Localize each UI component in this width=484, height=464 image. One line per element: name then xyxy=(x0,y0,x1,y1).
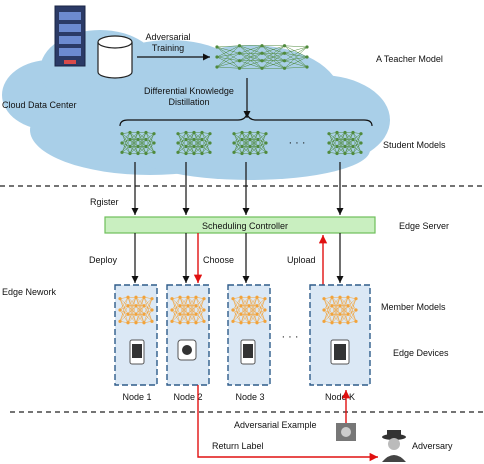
student-network-2 xyxy=(176,130,212,156)
student-network-3 xyxy=(232,130,268,156)
camera-icon xyxy=(177,339,197,361)
student-ellipsis: · · · xyxy=(288,137,305,149)
scheduling-controller-box xyxy=(104,216,376,234)
edge-node-3 xyxy=(227,284,271,386)
student-network-4 xyxy=(327,130,363,156)
return-label-arrow xyxy=(197,385,378,462)
member-network-3 xyxy=(231,295,267,325)
student-models-label: Student Models xyxy=(383,140,446,150)
teacher-network-glyph xyxy=(215,44,309,70)
student-models-group xyxy=(120,130,363,156)
member-network-k xyxy=(322,295,358,325)
adversarial-image-icon xyxy=(336,423,356,441)
edge-node-1 xyxy=(114,284,158,386)
return-label-text: Return Label xyxy=(212,441,264,451)
node-2-label: Node 2 xyxy=(173,392,202,402)
adversary-label: Adversary xyxy=(412,441,453,451)
node-ellipsis: · · · xyxy=(281,331,298,343)
edge-node-k xyxy=(309,284,371,386)
register-label: Rgister xyxy=(90,197,119,207)
member-models-group xyxy=(118,295,358,325)
choose-label: Choose xyxy=(203,255,234,265)
distillation-label-2: Distillation xyxy=(168,97,209,107)
database-icon xyxy=(97,35,133,79)
edge-node-2 xyxy=(166,284,210,386)
node-3-label: Node 3 xyxy=(235,392,264,402)
edge-network-label: Edge Nework xyxy=(2,287,57,297)
student-network-1 xyxy=(120,130,156,156)
upload-label: Upload xyxy=(287,255,316,265)
edge-server-label: Edge Server xyxy=(399,221,449,231)
adversarial-training-label-1: Adversarial xyxy=(145,32,190,42)
server-rack-icon xyxy=(54,5,86,67)
adversarial-training-label-2: Training xyxy=(152,43,184,53)
adversarial-example-label: Adversarial Example xyxy=(234,420,317,430)
cloud-data-center-label: Cloud Data Center xyxy=(2,100,77,110)
teacher-model-network xyxy=(215,44,309,70)
edge-devices-label: Edge Devices xyxy=(393,348,449,358)
scheduling-controller-label: Scheduling Controller xyxy=(202,221,288,231)
member-network-2 xyxy=(170,295,206,325)
member-network-1 xyxy=(118,295,154,325)
member-models-label: Member Models xyxy=(381,302,446,312)
spy-icon xyxy=(382,430,406,462)
node-k-label: Node K xyxy=(325,392,355,402)
student-models-brace xyxy=(119,112,373,127)
mobile-device-icon xyxy=(240,339,256,365)
mobile-device-icon xyxy=(330,339,350,365)
mobile-device-icon xyxy=(129,339,145,365)
node-1-label: Node 1 xyxy=(122,392,151,402)
teacher-model-label: A Teacher Model xyxy=(376,54,443,64)
deploy-label: Deploy xyxy=(89,255,118,265)
distillation-label-1: Differential Knowledge xyxy=(144,86,234,96)
